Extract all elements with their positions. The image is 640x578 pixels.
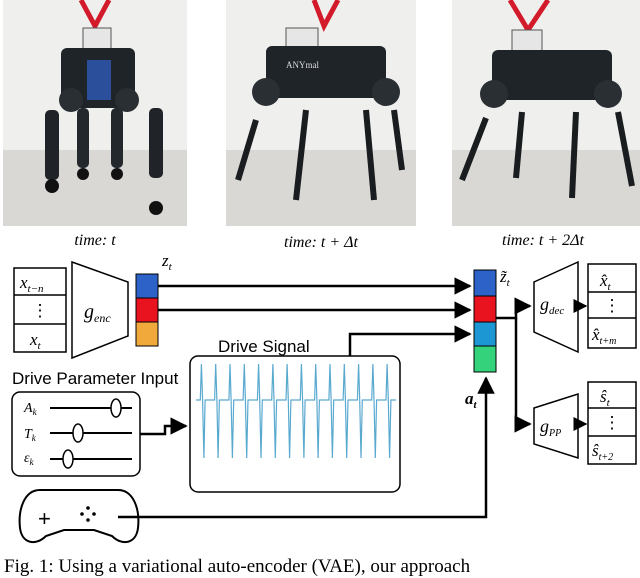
- drive-signal-plot: [189, 355, 401, 493]
- history-dots: ⋮: [32, 301, 49, 320]
- drive-param-panel: Ak Tk εk: [11, 391, 141, 477]
- latent-vector: [135, 273, 159, 347]
- time-label-3: time: t + 2Δt: [502, 232, 584, 249]
- svg-text:⋮: ⋮: [604, 296, 621, 315]
- svg-text:genc: genc: [84, 301, 111, 325]
- predictor-output-box: ŝt ⋮ ŝt+2: [587, 381, 637, 465]
- history-sub-tn: t−n: [28, 283, 44, 295]
- figure-caption: Fig. 1: Using a variational auto-encoder…: [4, 556, 471, 577]
- history-sub-t: t: [38, 340, 42, 352]
- param-eps: εk: [24, 451, 35, 467]
- gamepad-plus: +: [38, 506, 51, 531]
- time-label-2: time: t + Δt: [284, 234, 358, 251]
- decoder-output-box: x̂t ⋮ x̂t+m: [587, 263, 637, 349]
- svg-text:gPP: gPP: [540, 416, 561, 439]
- svg-text:ŝt+2: ŝt+2: [592, 441, 613, 463]
- robot-photo-1: [3, 0, 187, 226]
- robot-photo-3: [452, 0, 640, 226]
- slider-T-handle: [72, 423, 84, 443]
- param-A: Ak: [23, 401, 38, 417]
- slider-A-handle: [110, 398, 122, 418]
- arrow-drive-signal: [348, 325, 472, 356]
- robot-photo-2: ANYmal: [226, 0, 416, 226]
- robot-logo: ANYmal: [286, 60, 319, 70]
- gamepad-icon: +: [18, 489, 140, 544]
- encoder-sub: enc: [94, 311, 111, 325]
- drive-signal-title: Drive Signal: [218, 337, 310, 356]
- arrow-gamepad: [118, 376, 495, 519]
- encoder-name: g: [84, 301, 94, 323]
- svg-text:x̂t+m: x̂t+m: [591, 325, 616, 347]
- predictor-block: gPP: [533, 392, 579, 460]
- slider-eps-handle: [62, 449, 74, 469]
- history-x-t: x: [29, 330, 38, 349]
- svg-text:⋮: ⋮: [604, 413, 621, 432]
- decoder-block: gdec: [533, 260, 579, 354]
- drive-param-title: Drive Parameter Input: [12, 369, 179, 388]
- latent-tilde-label: z̃t: [499, 267, 511, 289]
- svg-text:ŝt: ŝt: [600, 387, 611, 409]
- svg-text:xt−n: xt−n: [19, 273, 44, 295]
- combined-vector: [473, 269, 497, 373]
- arrow-to-predictor: [514, 318, 532, 433]
- encoder-block: genc: [71, 260, 129, 360]
- svg-text:xt: xt: [29, 330, 42, 352]
- time-label-1: time: t: [74, 232, 116, 249]
- latent-label: zt: [161, 251, 173, 273]
- param-T: Tk: [24, 427, 37, 443]
- arrow-params-to-signal: [140, 417, 188, 436]
- svg-text:gdec: gdec: [540, 294, 564, 317]
- action-label: at: [465, 389, 478, 411]
- arrow-to-decoder: [496, 297, 532, 320]
- svg-text:x̂t: x̂t: [599, 271, 612, 293]
- history-input-box: xt−n ⋮ xt: [13, 267, 67, 353]
- history-x-tn: x: [19, 273, 28, 292]
